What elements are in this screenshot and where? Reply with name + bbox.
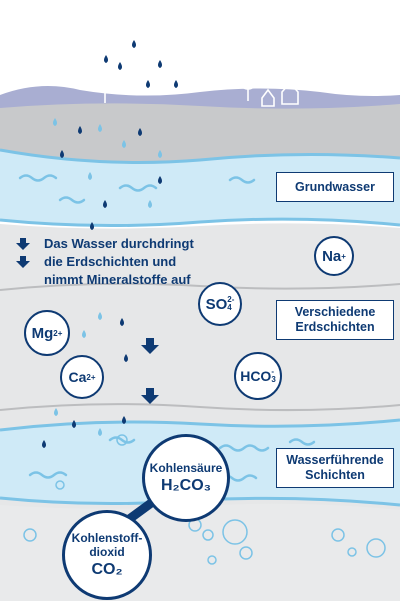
ion-calcium-charge: 2+: [86, 372, 96, 382]
aquifer-label: Wasserführende Schichten: [276, 448, 394, 488]
ion-sodium: Na+: [314, 236, 354, 276]
ion-bicarbonate: HCO-3: [234, 352, 282, 400]
ion-calcium-base: Ca: [68, 369, 87, 385]
aquifer-top-line: [0, 418, 400, 432]
carbonic-acid-circle: Kohlensäure H₂CO₃: [142, 434, 230, 522]
seeping-drops: [42, 118, 162, 448]
ion-bicarbonate-subscript: 3: [271, 375, 276, 384]
co2-circle: Kohlenstoff- dioxid CO₂: [62, 510, 152, 600]
ion-bicarbonate-base: HCO: [240, 368, 272, 384]
aquifer-label-line2: Schichten: [305, 468, 365, 482]
carbonic-acid-formula: H₂CO₃: [160, 477, 212, 494]
rain-drops: [104, 40, 178, 88]
groundwater-top-line: [0, 148, 400, 164]
ion-bicarbonate-charge: -: [271, 367, 274, 376]
earth-layers-label: Verschiedene Erdschichten: [276, 300, 394, 340]
water-waves: [18, 174, 316, 482]
ion-sodium-charge: +: [341, 251, 346, 261]
earth-layers-label-line2: Erdschichten: [295, 320, 375, 334]
co2-name-line1: Kohlenstoff-: [71, 531, 143, 545]
carbonic-acid-name: Kohlensäure: [149, 461, 223, 475]
ion-sulfate-subscript: 4: [227, 303, 232, 312]
ion-magnesium-base: Mg: [31, 324, 54, 342]
aquifer-label-line1: Wasserführende: [286, 453, 384, 467]
co2-formula: CO₂: [91, 561, 123, 578]
layer-line-2: [0, 403, 400, 412]
groundwater-label: Grundwasser: [276, 172, 394, 202]
layer-line-1: [0, 282, 400, 291]
down-arrows: [16, 238, 159, 404]
groundwater-band: [0, 150, 400, 226]
co2-name-line2: dioxid: [89, 545, 125, 559]
process-description: Das Wasser durchdringt die Erdschichten …: [44, 235, 274, 289]
ion-sodium-base: Na: [322, 247, 342, 265]
groundwater-label-text: Grundwasser: [295, 179, 375, 194]
sky: [0, 0, 400, 90]
process-description-line3: nimmt Mineralstoffe auf: [44, 272, 191, 287]
earth-layers-label-line1: Verschiedene: [294, 305, 376, 319]
ion-magnesium-charge: 2+: [53, 328, 63, 338]
groundwater-bottom-line: [0, 217, 400, 228]
ion-sulfate-charge: 2-: [227, 295, 235, 304]
landscape-icons: [95, 70, 299, 107]
ion-sulfate-base: SO: [205, 295, 228, 313]
process-description-line1: Das Wasser durchdringt: [44, 236, 194, 251]
process-description-line2: die Erdschichten und: [44, 254, 177, 269]
